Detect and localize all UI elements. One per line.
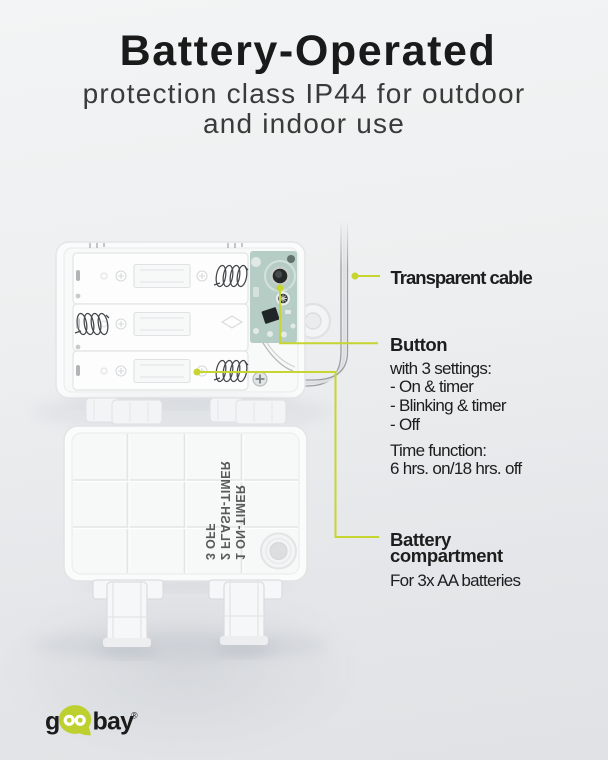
svg-text:g: g	[45, 708, 60, 736]
svg-text:bay: bay	[93, 708, 135, 736]
svg-text:2 FLASH-TIMER: 2 FLASH-TIMER	[218, 461, 232, 560]
svg-text:®: ®	[131, 711, 138, 721]
svg-text:1 ON-TIMER: 1 ON-TIMER	[233, 485, 247, 560]
svg-text:3 OFF: 3 OFF	[203, 523, 217, 560]
